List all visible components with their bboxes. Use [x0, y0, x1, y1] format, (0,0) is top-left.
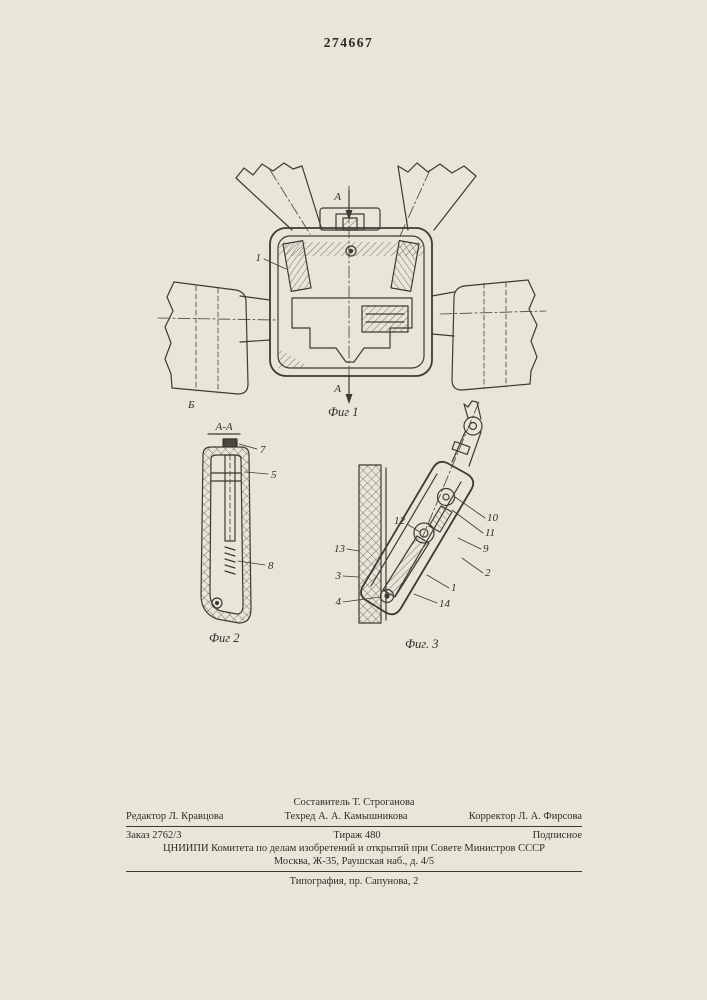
- fig1-upper-left-shaft: [235, 162, 323, 235]
- fig2-callout-8: 8: [268, 560, 274, 572]
- fig1-label-1-leader: [263, 258, 287, 270]
- imprint-techred: Техред А. А. Камышникова: [284, 811, 408, 822]
- fig3-caption: Фиг. 3: [405, 637, 439, 651]
- imprint-editor: Редактор Л. Кравцова: [126, 811, 224, 822]
- figure-3-drawing: 12 13 3 4 10 11 9 2 1 14 Фиг. 3: [334, 400, 499, 651]
- fig2-callout-7: 7: [260, 444, 266, 456]
- fig3-callout-13: 13: [334, 543, 346, 555]
- fig3-callout-12: 12: [394, 515, 406, 527]
- fig1-right-axle: [431, 291, 455, 337]
- patent-number: 274667: [323, 35, 374, 50]
- fig1-left-drum: [157, 281, 277, 395]
- imprint-org-line2: Москва, Ж-35, Раушская наб., д. 4/5: [273, 856, 435, 867]
- imprint-compiler: Составитель Т. Строганова: [293, 797, 415, 808]
- imprint-subscription: Подписное: [532, 830, 582, 841]
- fig3-callout-11: 11: [485, 527, 495, 539]
- fig3-rod-and-eye: [422, 400, 483, 537]
- fig1-label-b: Б: [187, 399, 195, 411]
- fig1-insert: [361, 305, 409, 333]
- imprint-order-number: Заказ 2762/3: [126, 830, 182, 841]
- imprint-divider-top: [126, 826, 582, 827]
- imprint-block: Составитель Т. Строганова Редактор Л. Кр…: [126, 797, 582, 887]
- fig1-caption: Фиг 1: [328, 405, 359, 419]
- fig3-callout-1: 1: [451, 582, 457, 594]
- fig2-callout-5: 5: [271, 469, 277, 481]
- fig3-top-roller: [436, 487, 456, 507]
- figure-1-drawing: А А 1 Б Фиг 1: [157, 162, 547, 419]
- fig3-callout-4: 4: [336, 596, 342, 608]
- imprint-order-row: Заказ 2762/3 Тираж 480 Подписное: [126, 830, 582, 841]
- fig1-left-axle: [239, 295, 271, 343]
- fig1-section-label-bottom: А: [333, 383, 341, 395]
- fig1-label-1: 1: [256, 252, 262, 264]
- imprint-org-line1: ЦНИИПИ Комитета по делам изобретений и о…: [163, 843, 545, 854]
- fig3-mid-roller: [413, 522, 435, 544]
- fig3-leaders: [342, 496, 486, 604]
- fig2-rod: [224, 454, 236, 542]
- fig1-upper-right-shaft: [397, 162, 477, 237]
- fig1-cavity: [291, 297, 413, 363]
- fig3-callout-2: 2: [485, 567, 491, 579]
- fig2-shell: [200, 438, 252, 624]
- imprint-corrector: Корректор Л. А. Фирсова: [468, 811, 582, 822]
- fig2-piston: [211, 597, 223, 609]
- fig3-callout-14: 14: [439, 598, 451, 610]
- fig3-callout-3: 3: [335, 570, 342, 582]
- figure-2-drawing: А-А: [200, 421, 277, 645]
- fig1-section-label-top: А: [333, 191, 341, 203]
- fig3-callout-9: 9: [483, 543, 489, 555]
- fig2-spring: [224, 546, 236, 575]
- fig2-leaders: [237, 443, 269, 566]
- fig3-lever: [382, 505, 453, 598]
- imprint-divider-bottom: [126, 871, 582, 872]
- imprint-print-run: Тираж 480: [333, 830, 381, 841]
- imprint-editors-row: Редактор Л. Кравцова Техред А. А. Камышн…: [126, 811, 582, 822]
- imprint-printing-house: Типография, пр. Сапунова, 2: [289, 876, 419, 887]
- fig2-cap: [223, 438, 237, 448]
- fig2-section-title: А-А: [214, 421, 232, 433]
- fig1-section-line: [345, 185, 353, 404]
- fig1-right-drum: [439, 279, 547, 391]
- fig2-caption: Фиг 2: [209, 631, 240, 645]
- fig1-spring-right: [390, 240, 420, 292]
- fig3-callout-10: 10: [487, 512, 499, 524]
- fig1-spring-left: [282, 240, 312, 292]
- fig3-lower-pin: [379, 588, 395, 604]
